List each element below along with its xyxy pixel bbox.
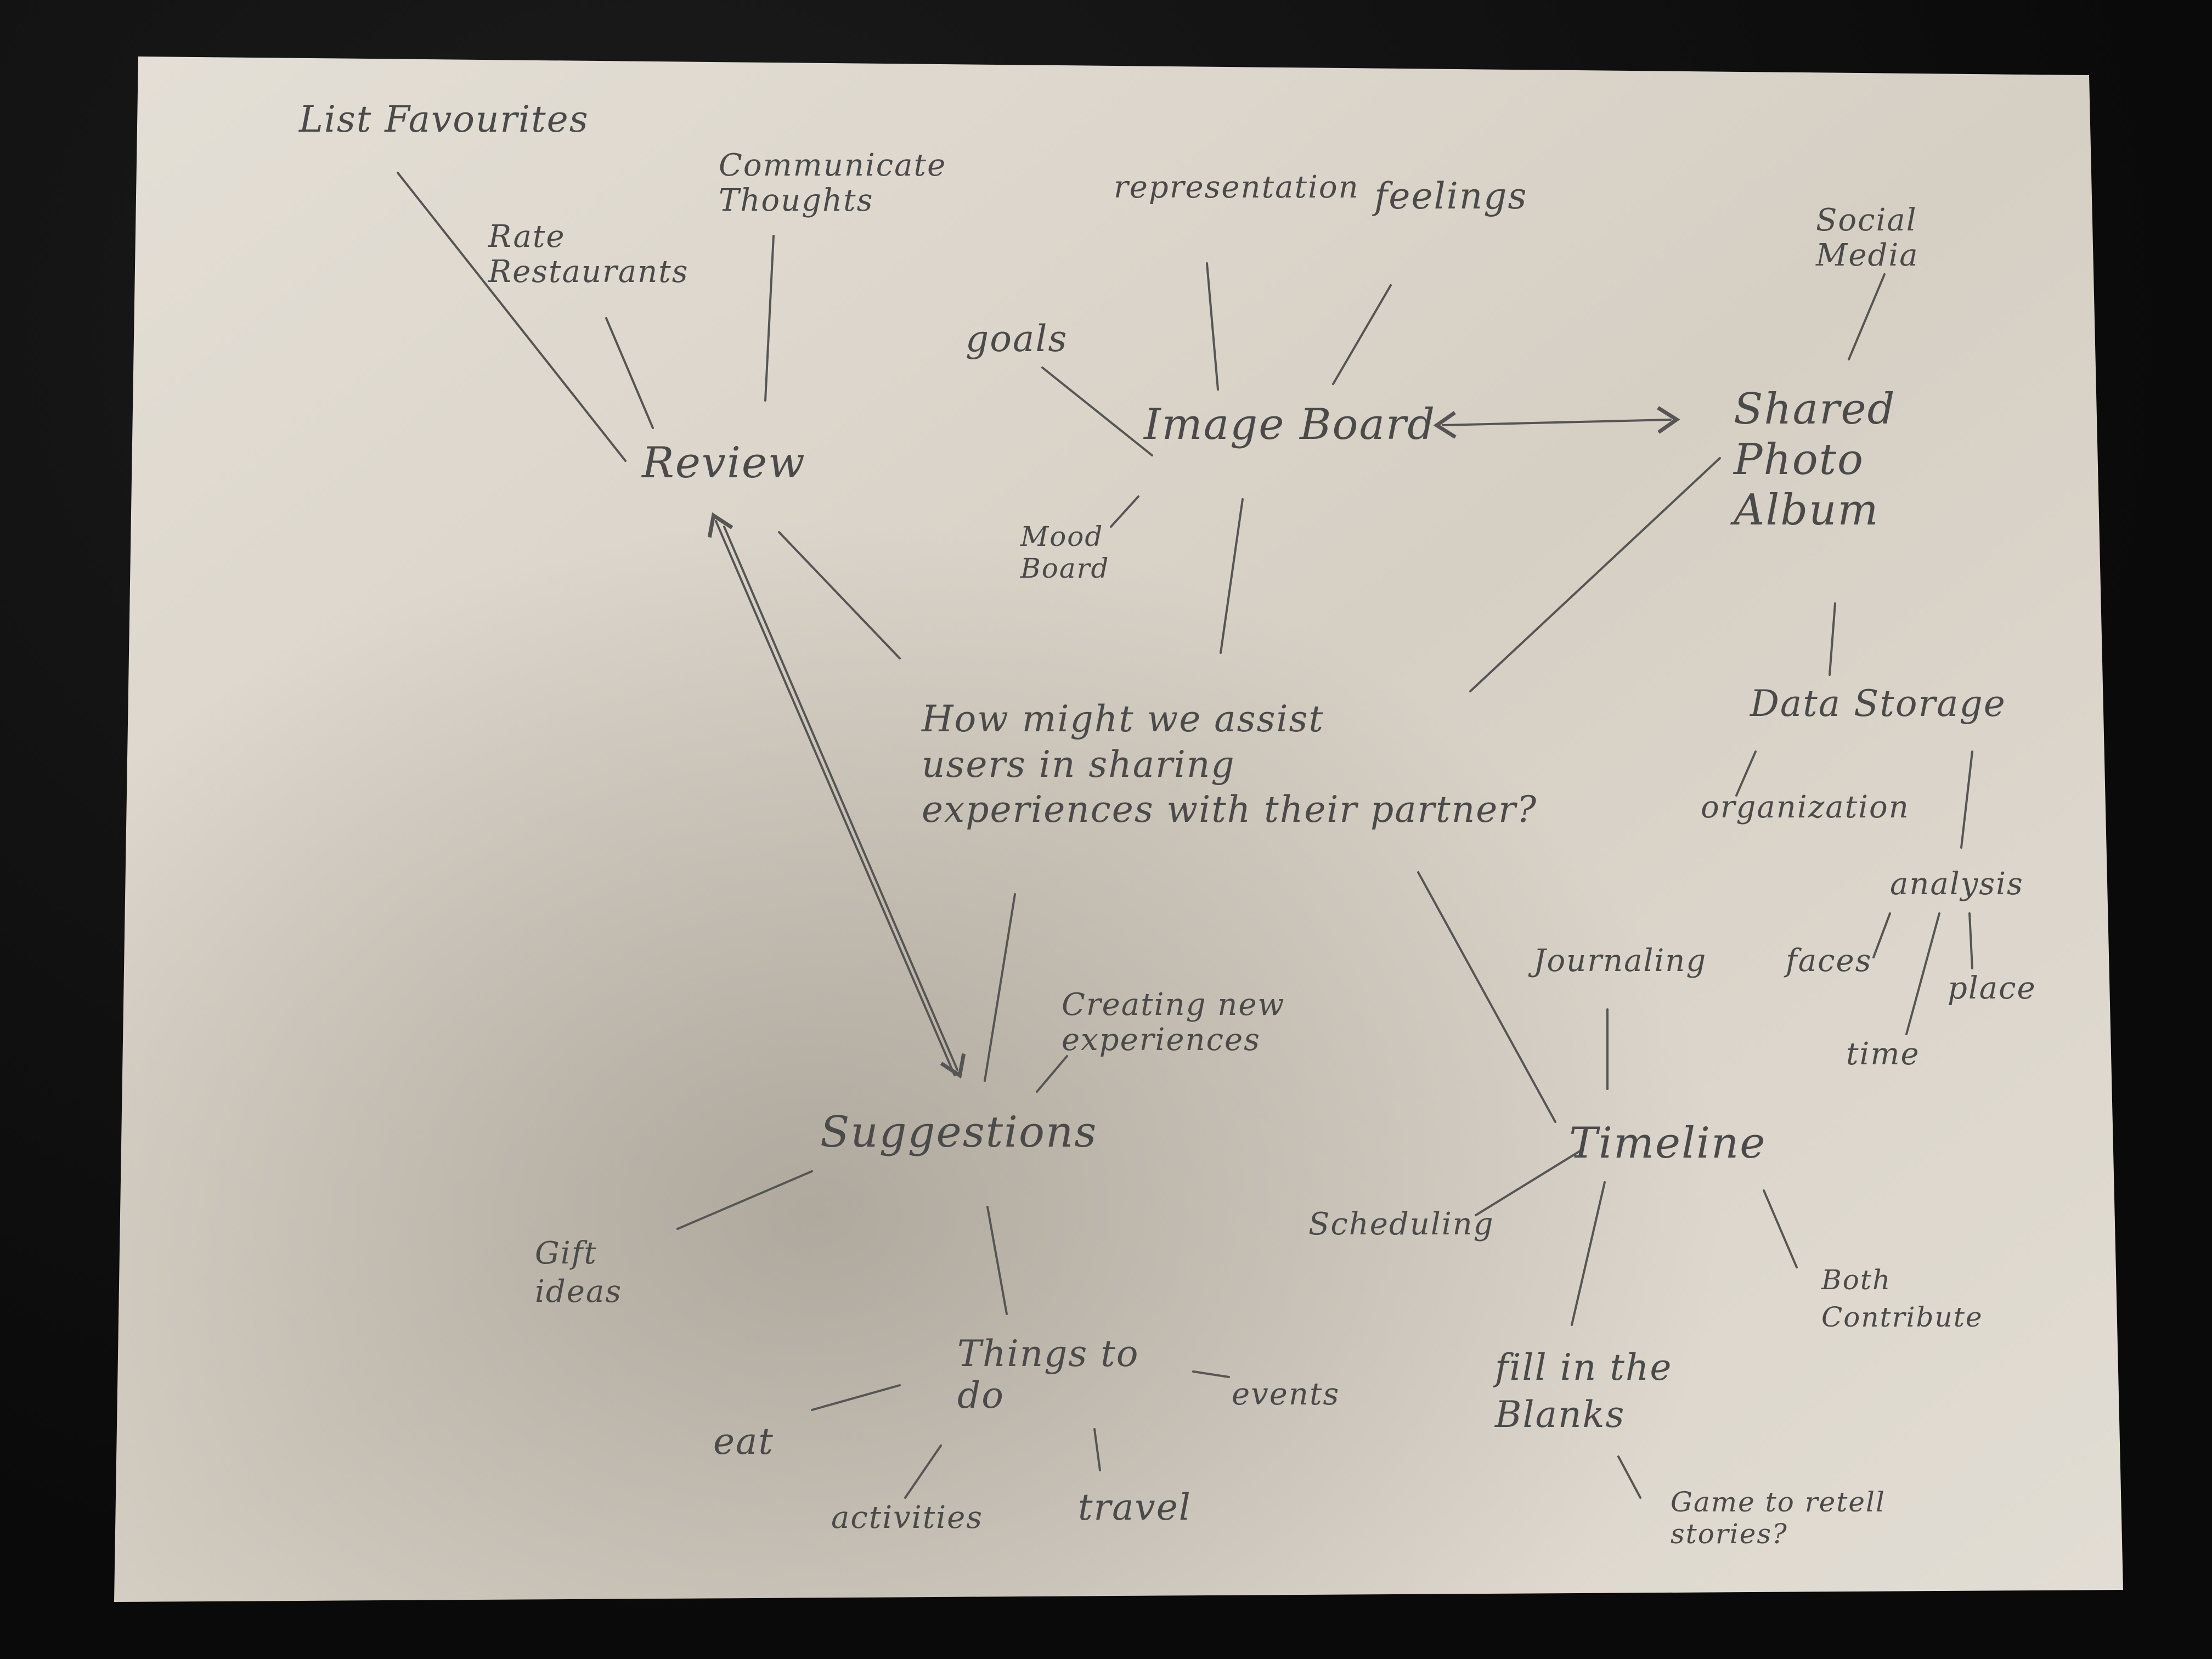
- line-datastorage-organization: [1735, 751, 1757, 797]
- line-question-suggestions: [984, 893, 1016, 1082]
- line-imageboard-album-arrow: [1433, 406, 1680, 439]
- node-things-to-do: Things to do: [957, 1333, 1139, 1417]
- line-review-suggestions-arrow: [716, 521, 957, 1075]
- node-game-to-retell-stories: Game to retell stories?: [1671, 1486, 1886, 1550]
- line-fillblanks-game: [1617, 1455, 1641, 1499]
- node-suggestions: Suggestions: [820, 1108, 1098, 1157]
- node-rate-restaurants: Rate Restaurants: [488, 219, 689, 290]
- line-datastorage-analysis: [1960, 751, 1973, 849]
- line-review-question: [778, 531, 901, 659]
- node-representation: representation: [1114, 170, 1359, 205]
- node-analysis: analysis: [1890, 866, 2024, 902]
- node-creating-new-experiences: Creating new experiences: [1062, 987, 1285, 1058]
- node-communicate-thoughts: Communicate Thoughts: [719, 148, 947, 219]
- node-list-favourites: List Favourites: [299, 98, 589, 140]
- node-eat: eat: [713, 1420, 774, 1463]
- line-timeline-fillblanks: [1571, 1181, 1606, 1326]
- node-image-board: Image Board: [1144, 400, 1436, 449]
- line-imageboard-goals: [1041, 366, 1153, 456]
- line-thingstodo-eat: [811, 1384, 901, 1411]
- node-activities: activities: [831, 1500, 984, 1536]
- central-question: How might we assist users in sharing exp…: [922, 698, 1538, 831]
- node-faces: faces: [1786, 943, 1872, 979]
- node-review: Review: [642, 438, 806, 488]
- line-suggestions-creating: [1036, 1055, 1068, 1093]
- line-album-datastorage: [1829, 602, 1836, 676]
- node-journaling: Journaling: [1533, 943, 1707, 979]
- line-analysis-faces: [1872, 912, 1891, 958]
- node-feelings: feelings: [1374, 175, 1528, 217]
- line-imageboard-question: [1220, 498, 1244, 654]
- node-time: time: [1846, 1036, 1920, 1072]
- line-suggestions-gift: [676, 1170, 813, 1230]
- line-imageboard-feelings: [1332, 284, 1392, 385]
- line-analysis-time: [1905, 912, 1940, 1035]
- line-analysis-place: [1968, 912, 1973, 969]
- node-place: place: [1948, 970, 2036, 1006]
- paper-shadow: [114, 57, 2123, 1602]
- node-travel: travel: [1078, 1486, 1192, 1528]
- node-scheduling: Scheduling: [1308, 1206, 1494, 1242]
- line-question-timeline: [1417, 871, 1556, 1123]
- node-goals: goals: [966, 318, 1068, 360]
- line-timeline-bothcontribute: [1763, 1189, 1798, 1268]
- line-imageboard-moodboard: [1110, 495, 1139, 528]
- node-timeline: Timeline: [1569, 1119, 1767, 1168]
- node-mood-board: Mood Board: [1020, 521, 1110, 584]
- line-thingstodo-events: [1192, 1370, 1230, 1378]
- node-organization: organization: [1701, 789, 1910, 825]
- node-gift-ideas: Gift ideas: [535, 1235, 623, 1310]
- line-imageboard-representation: [1206, 262, 1219, 391]
- node-data-storage: Data Storage: [1750, 682, 2006, 725]
- node-events: events: [1232, 1376, 1340, 1412]
- node-fill-in-the-blanks: fill in the Blanks: [1495, 1346, 1673, 1436]
- line-thingstodo-travel: [1093, 1428, 1101, 1471]
- line-review-rate-restaurants: [605, 317, 654, 429]
- line-review-communicate-thoughts: [764, 235, 775, 402]
- node-social-media: Social Media: [1816, 202, 1919, 274]
- line-review-list-favourites: [397, 172, 627, 462]
- line-album-question: [1469, 457, 1721, 692]
- line-timeline-scheduling: [1475, 1148, 1584, 1216]
- line-suggestions-thingstodo: [986, 1206, 1008, 1315]
- node-both-contribute: Both Contribute: [1821, 1264, 1983, 1333]
- line-album-socialmedia: [1848, 273, 1886, 360]
- node-shared-photo-album: Shared Photo Album: [1734, 385, 1896, 535]
- line-thingstodo-activities: [904, 1444, 942, 1499]
